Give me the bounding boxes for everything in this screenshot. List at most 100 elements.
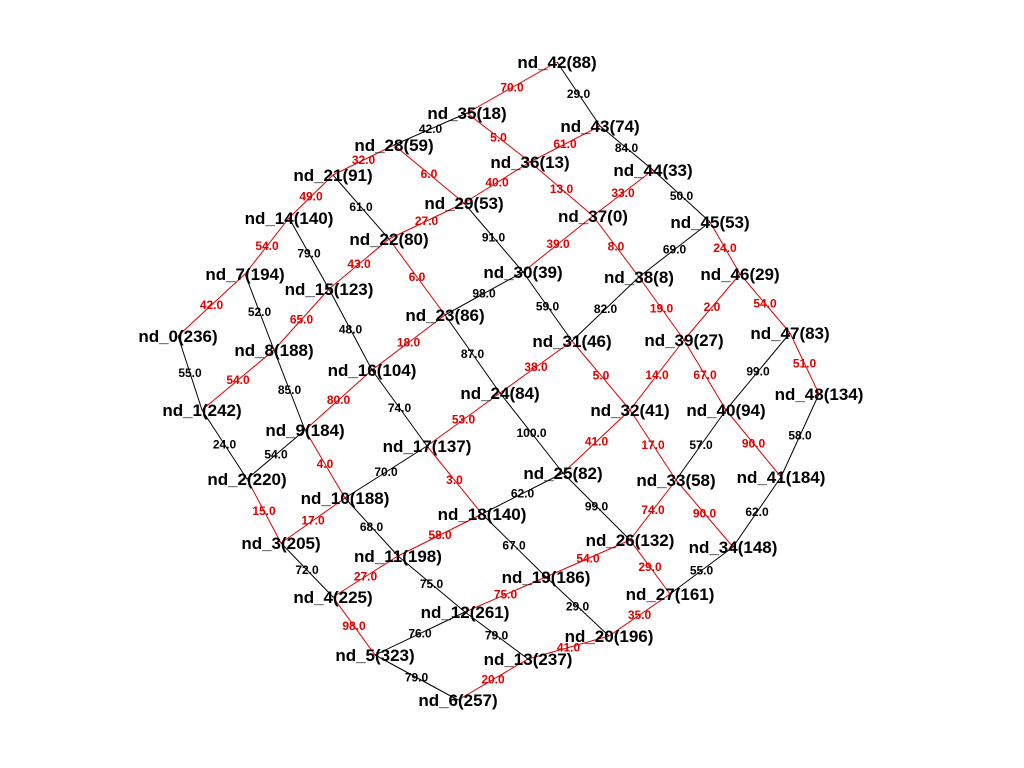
edge-nd_29-nd_30 (463, 202, 524, 273)
edge-weight-label: 58.0 (788, 429, 812, 443)
edge-nd_21-nd_22 (332, 174, 390, 240)
edge-weight-label: 6.0 (421, 167, 438, 181)
edge-nd_40-nd_47 (725, 332, 791, 411)
edge-nd_38-nd_45 (638, 221, 711, 278)
edge-weight-label: 54.0 (226, 373, 250, 387)
edge-weight-label: 54.0 (576, 552, 600, 566)
edge-weight-label: 70.0 (500, 81, 524, 95)
node-nd-47: nd_47(83) (750, 324, 829, 343)
edge-nd_29-nd_36 (463, 161, 531, 204)
node-nd-40: nd_40(94) (686, 401, 765, 420)
edge-weight-label: 75.0 (420, 577, 444, 591)
edge-weight-label: 99.0 (585, 500, 609, 514)
node-nd-17: nd_17(137) (383, 437, 472, 456)
edge-weight-label: 4.0 (317, 457, 334, 471)
node-nd-31: nd_31(46) (532, 332, 611, 351)
edge-nd_7-nd_8 (244, 273, 275, 351)
edge-weight-label: 39.0 (546, 237, 570, 251)
edge-weight-label: 85.0 (278, 383, 302, 397)
edge-nd_7-nd_14 (244, 217, 290, 275)
edge-weight-label: 13.0 (550, 182, 574, 196)
edge-weight-label: 41.0 (557, 641, 581, 655)
edge-weight-label: 80.0 (327, 393, 351, 407)
edge-nd_28-nd_29 (393, 144, 465, 204)
edge-nd_3-nd_10 (280, 497, 346, 544)
edge-weight-label: 49.0 (299, 190, 323, 204)
edge-nd_12-nd_19 (464, 576, 547, 613)
node-nd-30: nd_30(39) (483, 263, 562, 282)
edge-nd_18-nd_25 (481, 472, 564, 515)
node-nd-6: nd_6(257) (418, 691, 497, 710)
edge-weight-label: 33.0 (611, 186, 635, 200)
edge-weight-label: 24.0 (213, 438, 237, 452)
edge-weight-label: 51.0 (793, 357, 817, 371)
edge-nd_1-nd_2 (201, 409, 248, 480)
edge-nd_47-nd_48 (789, 332, 820, 395)
edge-weight-label: 74.0 (388, 401, 412, 415)
edge-nd_13-nd_20 (527, 635, 610, 660)
edge-weight-label: 15.0 (252, 504, 276, 518)
edge-weight-label: 98.0 (342, 619, 366, 633)
edge-weight-label: 40.0 (485, 176, 509, 190)
edge-nd_8-nd_15 (273, 288, 330, 351)
node-nd-14: nd_14(140) (245, 209, 334, 228)
edge-weight-label: 57.0 (689, 438, 713, 452)
edge-weight-label: 17.0 (641, 438, 665, 452)
edge-weight-label: 38.0 (524, 360, 548, 374)
node-nd-37: nd_37(0) (558, 207, 628, 226)
edge-weight-label: 79.0 (297, 247, 321, 261)
node-nd-41: nd_41(184) (737, 468, 826, 487)
edge-weight-label: 65.0 (290, 313, 314, 327)
edge-nd_3-nd_4 (280, 542, 334, 598)
edge-nd_25-nd_26 (562, 472, 631, 541)
edge-weight-label: 18.0 (397, 336, 421, 350)
edge-weight-label: 74.0 (641, 503, 665, 517)
edge-nd_33-nd_40 (675, 409, 727, 481)
edge-weight-label: 5.0 (490, 131, 507, 145)
edge-nd_12-nd_13 (464, 611, 529, 660)
edge-nd_8-nd_9 (273, 349, 306, 431)
edge-nd_39-nd_40 (683, 339, 727, 411)
edge-weight-label: 41.0 (585, 435, 609, 449)
edge-nd_21-nd_28 (332, 144, 395, 176)
edge-nd_9-nd_10 (304, 429, 346, 499)
node-nd-35: nd_35(18) (427, 104, 506, 123)
edge-weight-label: 54.0 (264, 448, 288, 462)
edge-nd_2-nd_3 (246, 478, 282, 544)
edge-nd_31-nd_32 (571, 340, 631, 411)
edge-nd_19-nd_20 (545, 576, 610, 637)
edge-nd_19-nd_26 (545, 539, 631, 578)
edge-nd_35-nd_36 (466, 112, 531, 163)
edge-weight-label: 32.0 (352, 153, 376, 167)
edge-nd_20-nd_27 (608, 593, 671, 637)
node-nd-45: nd_45(53) (670, 213, 749, 232)
edge-layer (177, 61, 820, 701)
node-nd-19: nd_19(186) (502, 568, 591, 587)
edge-weight-label: 19.0 (650, 302, 674, 316)
edge-weight-label: 98.0 (472, 287, 496, 301)
edge-nd_14-nd_21 (288, 174, 334, 219)
edge-weight-label: 67.0 (693, 368, 717, 382)
node-nd-18: nd_18(140) (438, 505, 527, 524)
edge-nd_1-nd_8 (201, 349, 275, 411)
edge-weight-label: 24.0 (713, 241, 737, 255)
edge-weight-label: 61.0 (349, 200, 373, 214)
edge-weight-label: 20.0 (481, 673, 505, 687)
node-nd-1: nd_1(242) (162, 401, 241, 420)
node-nd-36: nd_36(13) (490, 153, 569, 172)
edge-weight-label: 29.0 (638, 560, 662, 574)
edge-weight-label: 29.0 (566, 600, 590, 614)
edge-weight-label: 50.0 (670, 189, 694, 203)
edge-nd_32-nd_33 (629, 409, 677, 481)
edge-weight-label: 14.0 (645, 368, 669, 382)
edge-weight-label: 90.0 (693, 507, 717, 521)
edge-weight-label: 82.0 (594, 302, 618, 316)
node-nd-9: nd_9(184) (265, 421, 344, 440)
edge-weight-label: 68.0 (360, 520, 384, 534)
node-nd-44: nd_44(33) (613, 161, 692, 180)
edge-nd_11-nd_18 (397, 513, 483, 557)
node-nd-34: nd_34(148) (689, 538, 778, 557)
edge-weight-label: 67.0 (502, 539, 526, 553)
edge-weight-label: 62.0 (511, 487, 535, 501)
edge-weight-label: 54.0 (753, 297, 777, 311)
